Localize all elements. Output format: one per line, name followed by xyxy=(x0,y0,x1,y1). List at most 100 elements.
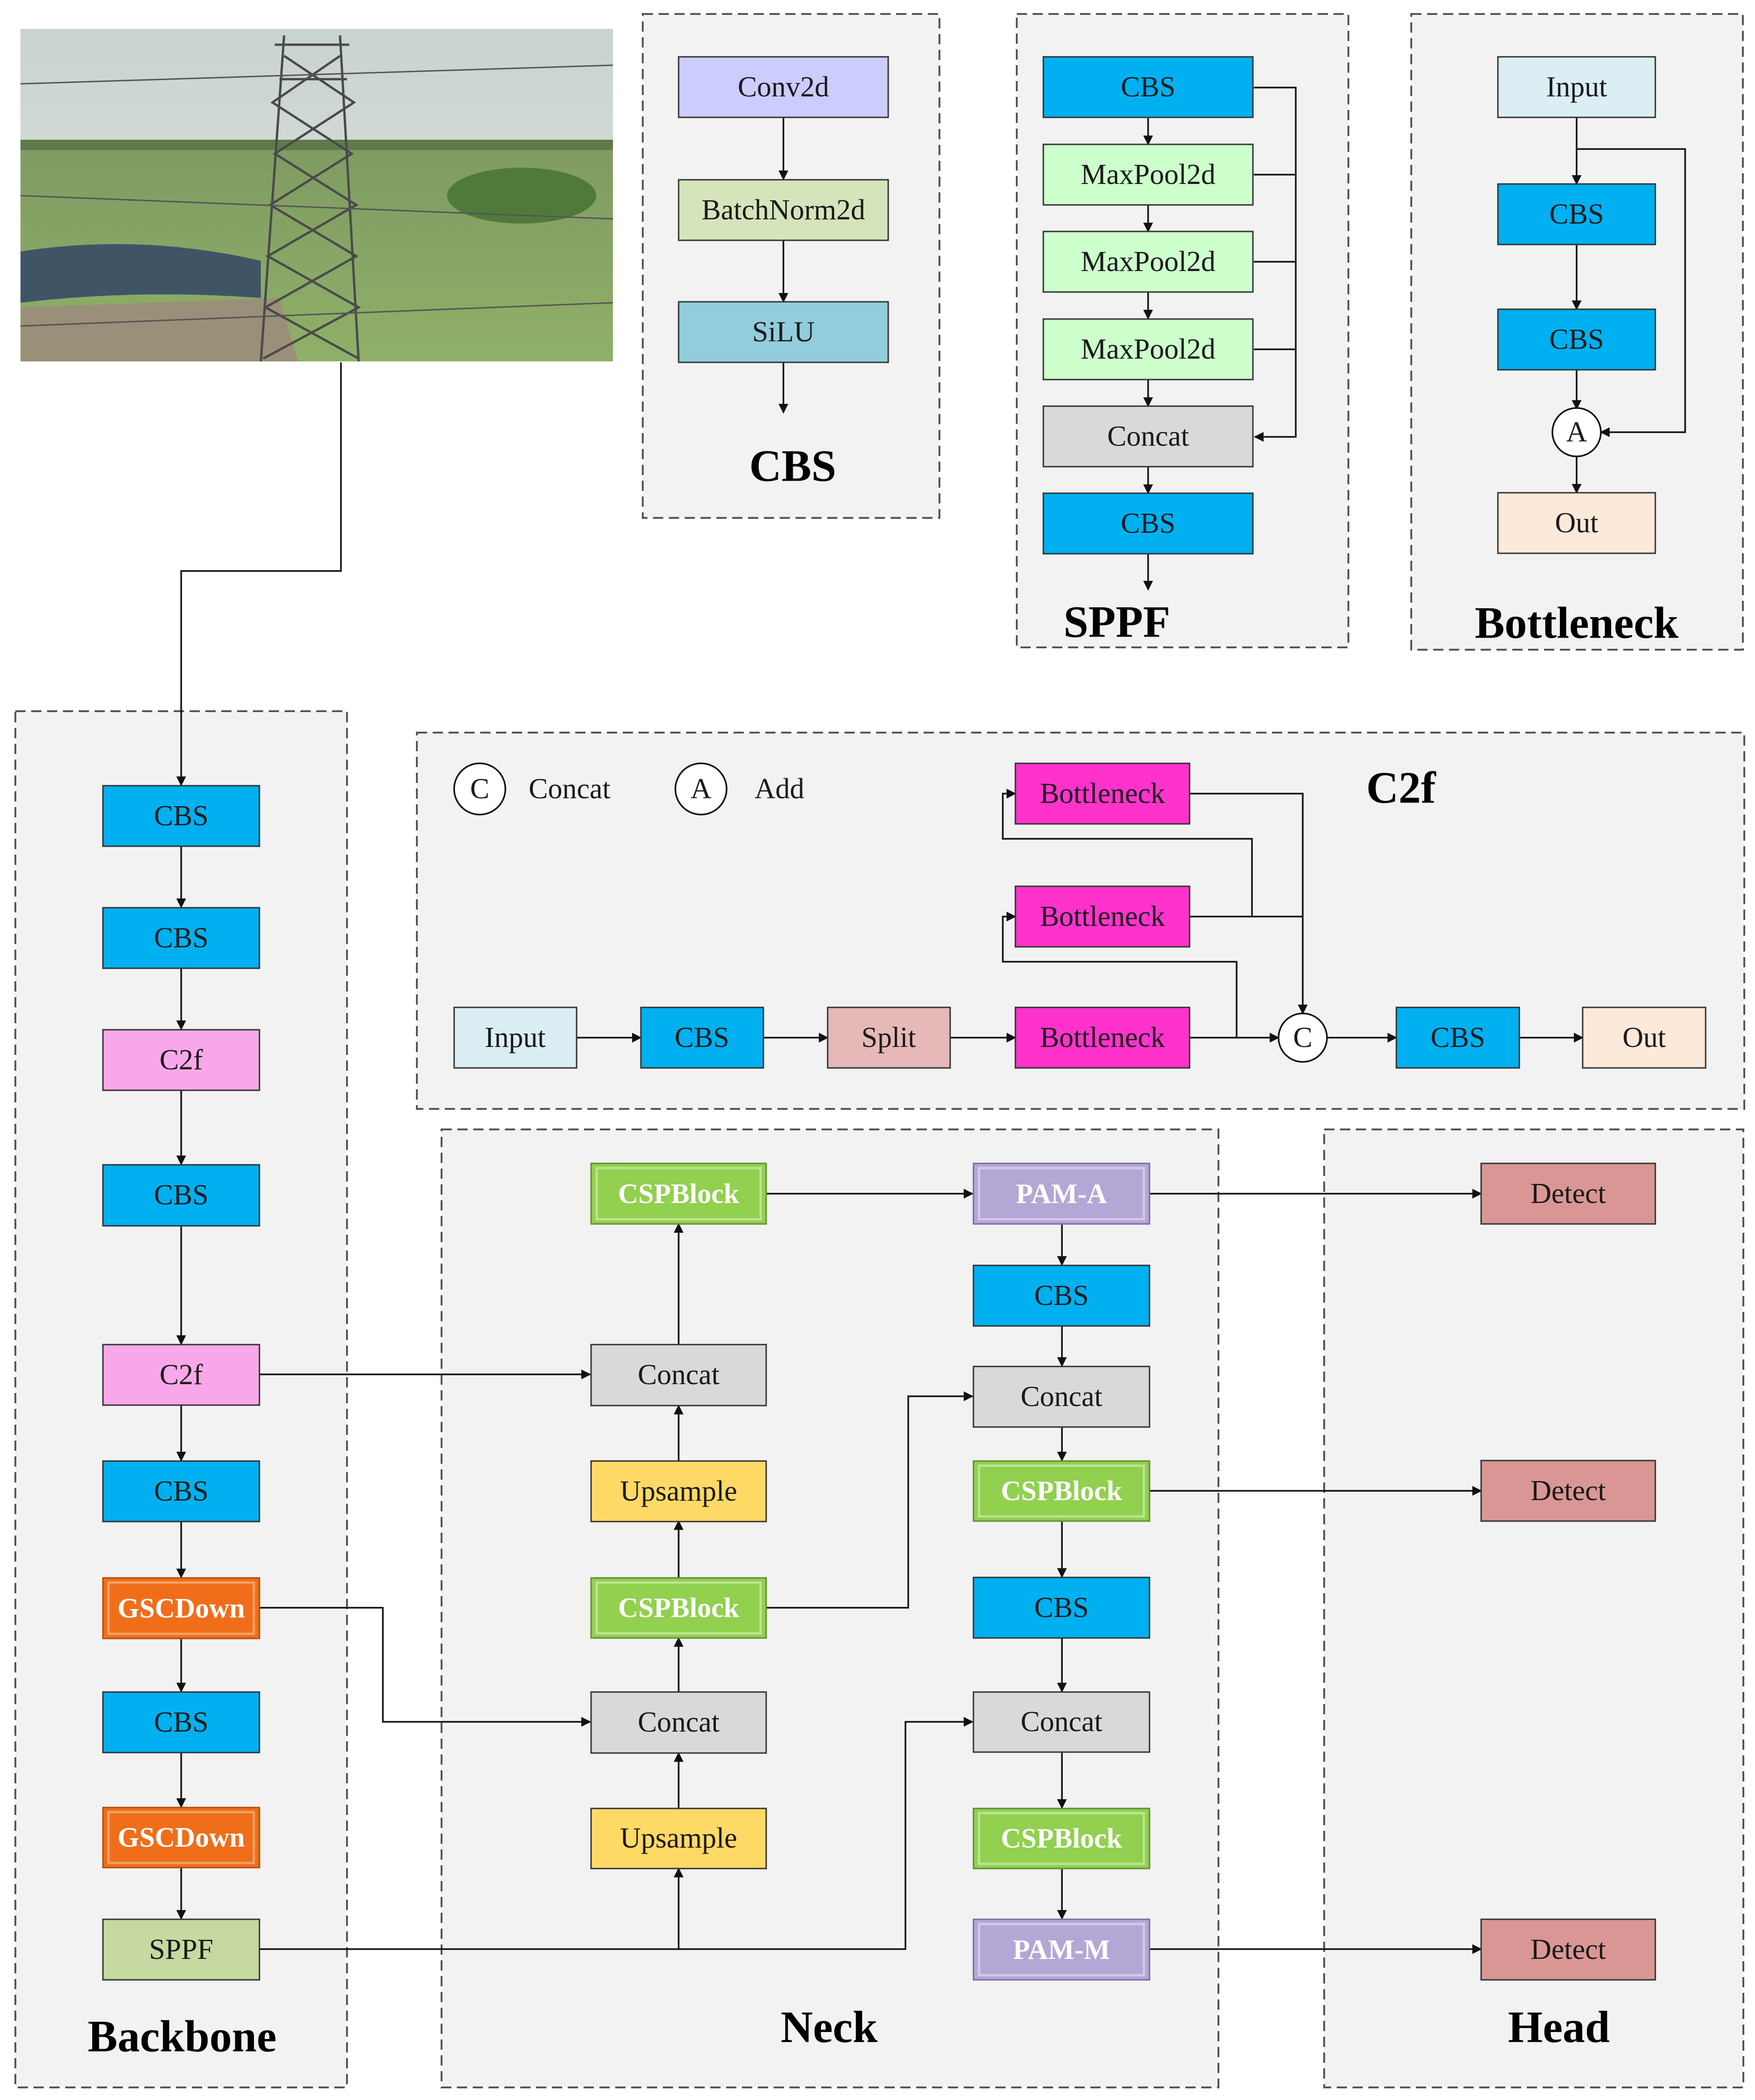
block-label: Detect xyxy=(1531,1934,1606,1965)
c2f-panel-title: C2f xyxy=(1366,763,1436,813)
neck-concat-block: Concat xyxy=(590,1344,767,1407)
cbs-conv2d-block: Conv2d xyxy=(678,56,889,118)
block-label: SPPF xyxy=(149,1934,213,1965)
c2f-bottleneck-block: Bottleneck xyxy=(1014,1006,1190,1069)
backbone-cbs-block: CBS xyxy=(102,907,260,969)
block-label: PAM-M xyxy=(1013,1934,1110,1965)
neck-concat-block: Concat xyxy=(590,1691,767,1754)
block-label: Upsample xyxy=(620,1475,737,1507)
block-label: CBS xyxy=(154,922,208,954)
bottleneck-cbs-block: CBS xyxy=(1497,183,1656,245)
blocks: Conv2d BatchNorm2d SiLU CBS CBS MaxPool2… xyxy=(88,56,1707,2061)
block-label: C2f xyxy=(160,1044,203,1076)
block-label: CBS xyxy=(1430,1022,1485,1053)
sppf-cbs-block: CBS xyxy=(1042,56,1254,118)
head-detect-block: Detect xyxy=(1480,1162,1656,1225)
c2f-split-block: Split xyxy=(827,1006,951,1069)
block-label: Split xyxy=(861,1022,916,1053)
c2f-input-block: Input xyxy=(453,1006,578,1069)
block-label: Bottleneck xyxy=(1040,1022,1165,1053)
c2f-concat-node: C xyxy=(1278,1013,1328,1063)
block-label: CSPBlock xyxy=(618,1178,740,1209)
sppf-concat-block: Concat xyxy=(1042,405,1254,468)
bottleneck-out-block: Out xyxy=(1497,492,1656,554)
legend-label: Add xyxy=(755,773,804,805)
block-label: Detect xyxy=(1531,1178,1606,1210)
block-label: Upsample xyxy=(620,1822,737,1854)
block-label: Bottleneck xyxy=(1040,778,1165,809)
block-label: GSCDown xyxy=(117,1593,245,1624)
neck-cspblock-block: CSPBlock xyxy=(590,1577,767,1639)
block-label: Out xyxy=(1623,1022,1666,1053)
block-label: Bottleneck xyxy=(1040,901,1165,932)
block-label: CBS xyxy=(154,1179,208,1211)
block-label: CBS xyxy=(154,1706,208,1738)
head-detect-block: Detect xyxy=(1480,1460,1656,1522)
block-label: MaxPool2d xyxy=(1081,246,1215,278)
add-symbol: A xyxy=(1566,416,1587,448)
head-panel-title: Head xyxy=(1508,2002,1610,2052)
sppf-panel-title: SPPF xyxy=(1063,597,1170,647)
input-photo xyxy=(20,29,613,362)
block-label: CBS xyxy=(1121,508,1175,539)
legend-symbol: A xyxy=(691,773,712,805)
block-label: Concat xyxy=(1020,1706,1102,1738)
backbone-sppf-block: SPPF xyxy=(102,1918,260,1981)
bottleneck-cbs-block: CBS xyxy=(1497,308,1656,371)
c2f-out-block: Out xyxy=(1582,1006,1707,1069)
c2f-bottleneck-block: Bottleneck xyxy=(1014,885,1190,948)
c2f-legend: C Concat A Add xyxy=(453,762,804,816)
cbs-batchnorm-block: BatchNorm2d xyxy=(678,179,889,241)
block-label: SiLU xyxy=(752,316,815,348)
block-label: CSPBlock xyxy=(1001,1823,1122,1854)
neck-pam-a-block: PAM-A xyxy=(973,1162,1150,1225)
neck-cbs-block: CBS xyxy=(973,1577,1150,1639)
block-label: MaxPool2d xyxy=(1081,333,1215,365)
cbs-panel-title: CBS xyxy=(749,441,837,491)
backbone-cbs-block: CBS xyxy=(102,785,260,847)
block-label: Input xyxy=(485,1022,546,1053)
neck-cspblock-block: CSPBlock xyxy=(973,1460,1150,1522)
legend-label: Concat xyxy=(529,773,611,805)
backbone-gscdown-block: GSCDown xyxy=(102,1577,260,1639)
neck-cspblock-block: CSPBlock xyxy=(973,1808,1150,1869)
c2f-cbs-block: CBS xyxy=(640,1006,764,1069)
block-label: CBS xyxy=(1034,1592,1088,1624)
neck-cbs-block: CBS xyxy=(973,1264,1150,1327)
block-label: Detect xyxy=(1531,1475,1606,1507)
block-label: C2f xyxy=(160,1359,203,1391)
backbone-cbs-block: CBS xyxy=(102,1164,260,1227)
neck-upsample-block: Upsample xyxy=(590,1808,767,1869)
sppf-cbs-block: CBS xyxy=(1042,492,1254,555)
neck-cspblock-block: CSPBlock xyxy=(590,1162,767,1225)
sppf-maxpool-block: MaxPool2d xyxy=(1042,318,1254,381)
bottleneck-add-node: A xyxy=(1551,407,1602,457)
backbone-c2f-block: C2f xyxy=(102,1344,260,1406)
c2f-cbs-block: CBS xyxy=(1395,1006,1520,1069)
block-label: CBS xyxy=(154,800,208,832)
block-label: Input xyxy=(1546,71,1607,103)
sppf-maxpool-block: MaxPool2d xyxy=(1042,231,1254,293)
block-label: Concat xyxy=(638,1359,720,1391)
sppf-maxpool-block: MaxPool2d xyxy=(1042,143,1254,206)
backbone-cbs-block: CBS xyxy=(102,1691,260,1753)
c2f-bottleneck-block: Bottleneck xyxy=(1014,762,1190,825)
backbone-c2f-block: C2f xyxy=(102,1029,260,1091)
block-label: BatchNorm2d xyxy=(701,194,865,226)
neck-panel-title: Neck xyxy=(781,2002,878,2052)
block-label: CSPBlock xyxy=(618,1592,740,1623)
block-label: GSCDown xyxy=(117,1822,245,1853)
backbone-cbs-block: CBS xyxy=(102,1460,260,1522)
block-label: PAM-A xyxy=(1016,1178,1107,1209)
legend-symbol: C xyxy=(470,773,489,805)
concat-symbol: C xyxy=(1293,1022,1312,1053)
block-label: Concat xyxy=(1020,1381,1102,1413)
block-label: Concat xyxy=(1107,421,1189,452)
bottleneck-input-block: Input xyxy=(1497,56,1656,118)
neck-upsample-block: Upsample xyxy=(590,1460,767,1522)
neck-concat-block: Concat xyxy=(973,1366,1150,1428)
block-label: CBS xyxy=(1549,198,1604,230)
block-label: CBS xyxy=(1034,1280,1088,1312)
block-label: Concat xyxy=(638,1706,720,1738)
